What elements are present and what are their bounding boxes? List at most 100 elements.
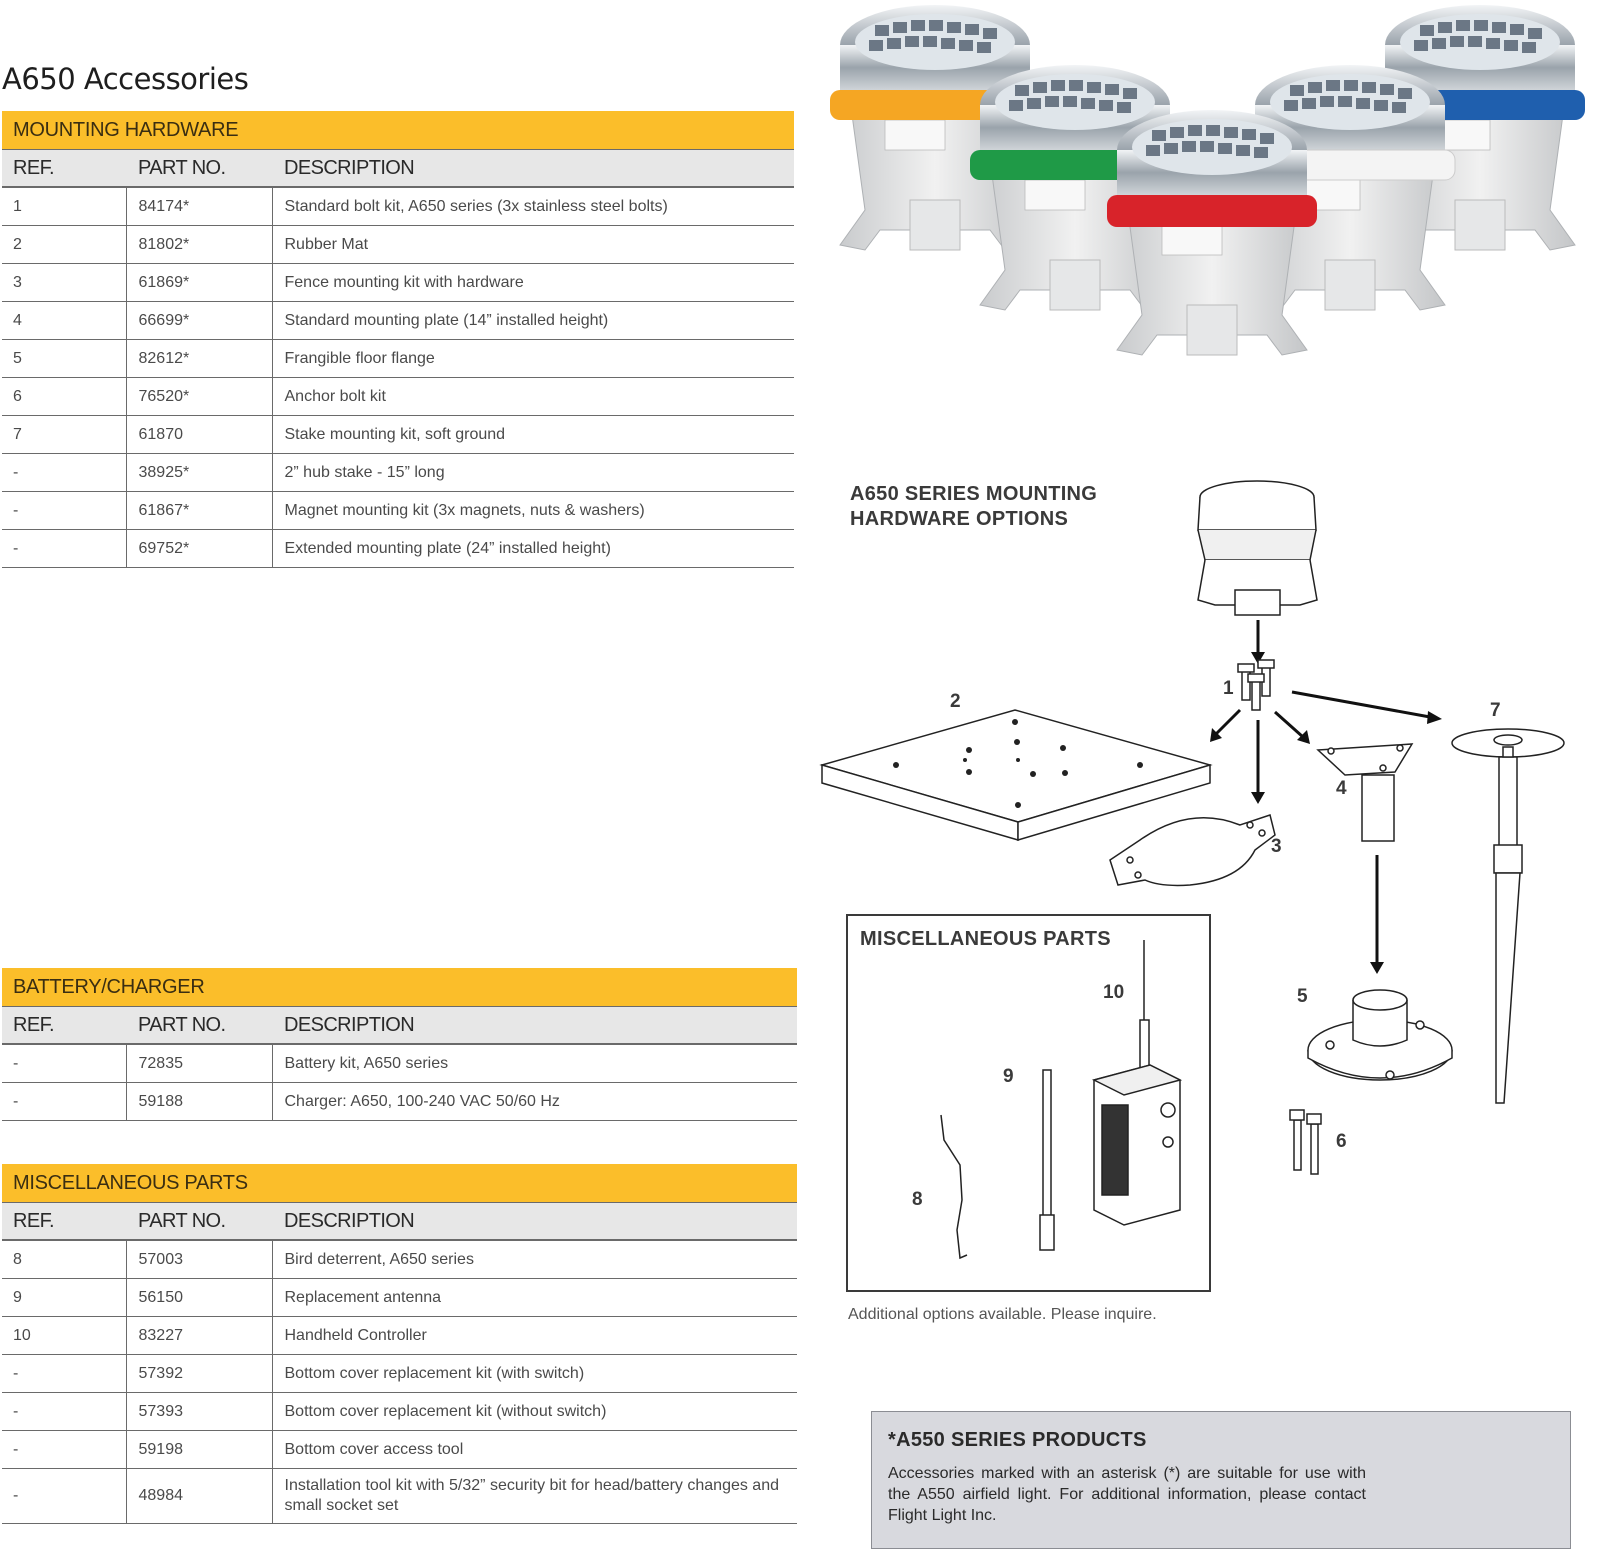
diagram-label-9: 9: [1003, 1066, 1014, 1087]
part-cell: 57003: [126, 1240, 273, 1279]
part-cell: 61867*: [126, 491, 273, 530]
column-header-row: REF. PART NO. DESCRIPTION: [2, 1202, 797, 1241]
part-cell: 72835: [126, 1044, 273, 1083]
diagram-arrows: [1213, 620, 1431, 965]
ref-cell: 1: [2, 187, 127, 226]
ref-cell: 9: [2, 1278, 127, 1317]
column-header-row: REF. PART NO. DESCRIPTION: [2, 149, 794, 188]
part-cell: 38925*: [126, 453, 273, 492]
part-cell: 56150: [126, 1278, 273, 1317]
desc-cell: 2” hub stake - 15” long: [272, 453, 794, 492]
desc-cell: Magnet mounting kit (3x magnets, nuts & …: [272, 491, 794, 530]
desc-cell: Standard bolt kit, A650 series (3x stain…: [272, 187, 794, 226]
desc-cell: Handheld Controller: [272, 1316, 797, 1355]
a550-title: *A550 SERIES PRODUCTS: [888, 1429, 1147, 1451]
column-header-ref: REF.: [2, 1202, 126, 1241]
part-cell: 66699*: [126, 301, 273, 340]
ref-cell: 8: [2, 1240, 127, 1279]
page-title: A650 Accessories: [2, 62, 249, 96]
a550-text: Accessories marked with an asterisk (*) …: [888, 1465, 1366, 1524]
desc-cell: Extended mounting plate (24” installed h…: [272, 529, 794, 568]
ref-cell: -: [2, 1392, 127, 1431]
ref-cell: -: [2, 453, 127, 492]
desc-cell: Battery kit, A650 series: [272, 1044, 797, 1083]
diagram-label-1: 1: [1223, 678, 1234, 699]
ref-cell: 10: [2, 1316, 127, 1355]
section-title: MISCELLANEOUS PARTS: [2, 1164, 797, 1203]
part-cell: 76520*: [126, 377, 273, 416]
desc-cell: Bottom cover replacement kit (with switc…: [272, 1354, 797, 1393]
stake-drawing: [1451, 728, 1565, 1104]
column-header-part: PART NO.: [126, 1006, 272, 1045]
ref-cell: 5: [2, 339, 127, 378]
column-header-part: PART NO.: [126, 1202, 272, 1241]
table-row: -69752*Extended mounting plate (24” inst…: [2, 529, 794, 568]
ref-cell: 7: [2, 415, 127, 454]
desc-cell: Installation tool kit with 5/32” securit…: [272, 1468, 797, 1524]
desc-cell: Frangible floor flange: [272, 339, 794, 378]
diagram-title-line2: HARDWARE OPTIONS: [850, 508, 1069, 530]
desc-cell: Bottom cover replacement kit (without sw…: [272, 1392, 797, 1431]
rubber-mat-drawing: [819, 709, 1213, 842]
column-header-desc: DESCRIPTION: [272, 1202, 797, 1241]
section-header: MISCELLANEOUS PARTS: [2, 1164, 797, 1203]
desc-cell: Charger: A650, 100-240 VAC 50/60 Hz: [272, 1082, 797, 1121]
diagram-label-8: 8: [912, 1189, 923, 1210]
column-header-part: PART NO.: [126, 149, 272, 188]
desc-cell: Bottom cover access tool: [272, 1430, 797, 1469]
diagram-label-3: 3: [1271, 836, 1282, 857]
diagram-label-2: 2: [950, 691, 961, 712]
diagram-label-10: 10: [1103, 982, 1125, 1003]
part-cell: 61870: [126, 415, 273, 454]
diagram-label-4: 4: [1336, 778, 1347, 799]
section-header: BATTERY/CHARGER: [2, 968, 797, 1007]
section-title: MOUNTING HARDWARE: [2, 111, 794, 150]
part-cell: 57392: [126, 1354, 273, 1393]
table-row: -38925*2” hub stake - 15” long: [2, 453, 794, 492]
ref-cell: 2: [2, 225, 127, 264]
floor-flange-drawing: [1307, 989, 1453, 1081]
part-cell: 59188: [126, 1082, 273, 1121]
part-cell: 82612*: [126, 339, 273, 378]
column-header-row: REF. PART NO. DESCRIPTION: [2, 1006, 797, 1045]
diagram-title-line1: A650 SERIES MOUNTING: [850, 483, 1098, 505]
desc-cell: Anchor bolt kit: [272, 377, 794, 416]
desc-cell: Bird deterrent, A650 series: [272, 1240, 797, 1279]
battery-charger-table: BATTERY/CHARGER REF. PART NO. DESCRIPTIO…: [2, 968, 797, 1121]
part-cell: 83227: [126, 1316, 273, 1355]
section-title: BATTERY/CHARGER: [2, 968, 797, 1007]
ref-cell: -: [2, 529, 127, 568]
light-unit-red: [1107, 109, 1317, 356]
mounting-hardware-table: MOUNTING HARDWARE REF. PART NO. DESCRIPT…: [2, 111, 794, 568]
part-cell: 61869*: [126, 263, 273, 302]
desc-cell: Stake mounting kit, soft ground: [272, 415, 794, 454]
ref-cell: -: [2, 1354, 127, 1393]
desc-cell: Rubber Mat: [272, 225, 794, 264]
part-cell: 81802*: [126, 225, 273, 264]
miscellaneous-parts-table: MISCELLANEOUS PARTS REF. PART NO. DESCRI…: [2, 1164, 797, 1524]
ref-cell: -: [2, 1044, 127, 1083]
fence-kit-drawing: [1109, 814, 1276, 887]
column-header-desc: DESCRIPTION: [272, 149, 794, 188]
diagram-light-head: [1197, 480, 1318, 616]
part-cell: 57393: [126, 1392, 273, 1431]
ref-cell: 4: [2, 301, 127, 340]
column-header-desc: DESCRIPTION: [272, 1006, 797, 1045]
desc-cell: Standard mounting plate (14” installed h…: [272, 301, 794, 340]
ref-cell: -: [2, 1430, 127, 1469]
column-header-ref: REF.: [2, 1006, 126, 1045]
diagram-title: A650 SERIES MOUNTING HARDWARE OPTIONS: [850, 482, 1150, 532]
ref-cell: -: [2, 1468, 127, 1524]
